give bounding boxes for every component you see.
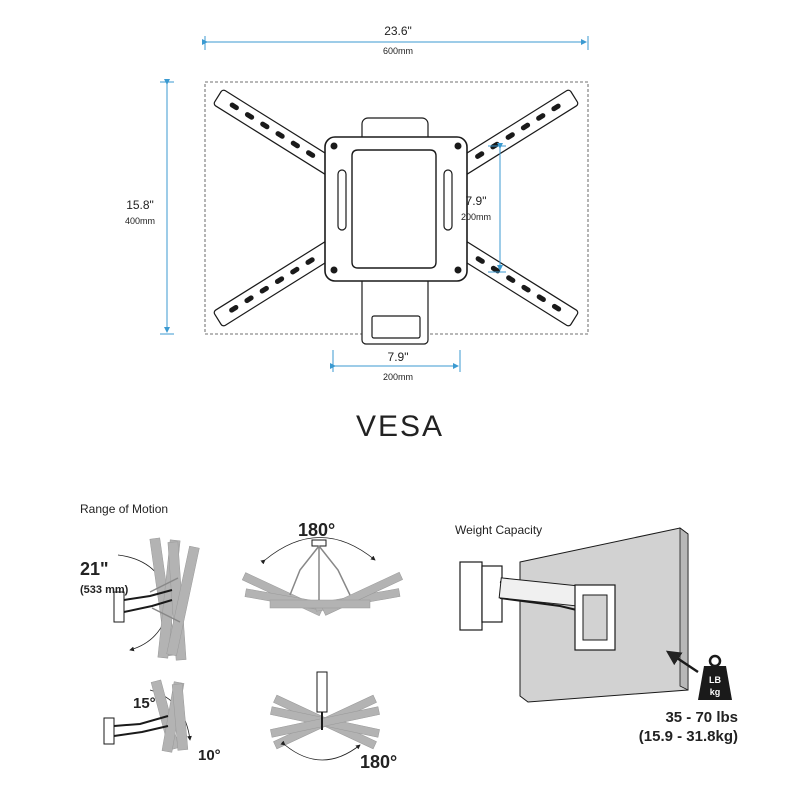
extension-mm: (533 mm)	[80, 584, 129, 596]
tilt-down-angle: 10°	[198, 747, 221, 764]
vesa-outer-height-in: 15.8"	[126, 198, 154, 212]
tilt-up-angle: 15°	[133, 695, 156, 712]
swivel-top-angle: 180°	[298, 520, 335, 540]
vesa-arm-slots	[229, 102, 562, 313]
vesa-inner-height-in: 7.9"	[466, 194, 487, 208]
vesa-dimension-lines	[160, 36, 589, 372]
vesa-inner-width-mm: 200mm	[383, 372, 413, 382]
vesa-inner-width-in: 7.9"	[388, 350, 409, 364]
vesa-outer-height-mm: 400mm	[125, 216, 155, 226]
wall-plate	[459, 561, 483, 631]
weight-icon-bottom: kg	[710, 687, 721, 697]
extension-diagram: 21" (533 mm)	[80, 537, 200, 661]
swivel-bottom-angle: 180°	[360, 752, 397, 772]
weight-icon-top: LB	[709, 675, 721, 685]
weight-diagram: LB kg 35 - 70 lbs (15.9 - 31.8kg)	[459, 527, 738, 745]
swivel-top-diagram: 180°	[241, 520, 403, 617]
vesa-plate-cutout	[351, 149, 437, 269]
vesa-outer-width-mm: 600mm	[383, 46, 413, 56]
vesa-inner-height-mm: 200mm	[461, 212, 491, 222]
vesa-diagram: 23.6" 600mm 15.8" 400mm 7.9" 200mm 7.9" …	[125, 24, 589, 443]
vesa-bracket-handle	[371, 315, 421, 339]
weight-capacity-heading: Weight Capacity	[455, 523, 542, 537]
tilt-diagram: 15° 10°	[103, 679, 221, 764]
vesa-outer-width-in: 23.6"	[384, 24, 412, 38]
weight-range-lbs: 35 - 70 lbs	[665, 709, 738, 726]
weight-range-kg: (15.9 - 31.8kg)	[639, 728, 738, 745]
vesa-title: VESA	[356, 410, 444, 443]
range-of-motion-heading: Range of Motion	[80, 502, 168, 516]
extension-in: 21"	[80, 559, 109, 579]
swivel-bottom-diagram: 180°	[270, 671, 397, 772]
weight-icon	[698, 666, 732, 700]
